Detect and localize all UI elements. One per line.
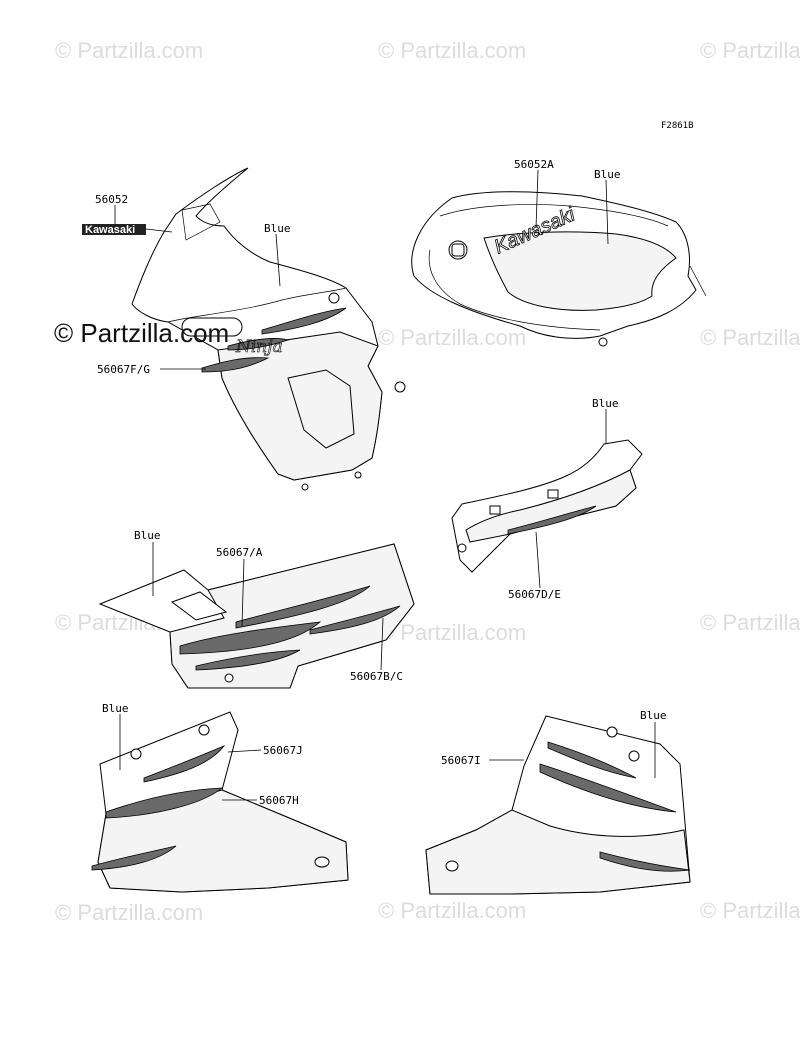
- label-mid-cowl-blue: Blue: [134, 529, 161, 542]
- watermark: © Partzilla.com: [700, 325, 800, 350]
- leader-lines: [114, 169, 656, 801]
- watermark: © Partzilla.com: [378, 38, 526, 63]
- label-56067de: 56067D/E: [508, 588, 561, 601]
- callout-labels: 56052 Blue 56067F/G 56052A Blue Blue 560…: [95, 158, 667, 807]
- kawasaki-logo-text: Kawasaki: [85, 224, 135, 236]
- label-56067i: 56067I: [441, 754, 481, 767]
- watermark: © Partzilla.com: [700, 898, 800, 923]
- label-56067fg: 56067F/G: [97, 363, 150, 376]
- seat-flame-decal: [507, 505, 597, 535]
- watermark: © Partzilla.com: [378, 898, 526, 923]
- watermark: © Partzilla.com: [378, 620, 526, 645]
- upper-fairing[interactable]: Ninja Kawasaki: [82, 167, 406, 491]
- watermark-prominent: © Partzilla.com: [54, 318, 229, 348]
- figure-code: F2861B: [661, 121, 694, 131]
- label-56067bc: 56067B/C: [350, 670, 403, 683]
- middle-side-cowl[interactable]: [98, 543, 415, 689]
- lower-left-stripe-decal: [143, 745, 226, 783]
- lower-cowl-right[interactable]: [425, 715, 691, 895]
- watermark: © Partzilla.com: [55, 900, 203, 925]
- fuel-tank[interactable]: Kawasaki: [411, 191, 707, 347]
- cowl-flame-decal: [179, 621, 322, 655]
- label-56067a: 56067/A: [216, 546, 263, 559]
- label-56067h: 56067H: [259, 794, 299, 807]
- lower-right-stripe-decal: [547, 741, 637, 779]
- label-lower-right-blue: Blue: [640, 709, 667, 722]
- kawasaki-logo-decal: [82, 224, 146, 235]
- watermark: © Partzilla.com: [55, 38, 203, 63]
- ninja-script: Ninja: [235, 337, 283, 357]
- label-56052a: 56052A: [514, 158, 554, 171]
- label-seat-blue: Blue: [592, 397, 619, 410]
- watermark: © Partzilla.com: [700, 38, 800, 63]
- fairing-flame-decal: [201, 357, 270, 373]
- label-lower-left-blue: Blue: [102, 702, 129, 715]
- watermark: © Partzilla.com: [700, 610, 800, 635]
- label-tank-blue: Blue: [594, 168, 621, 181]
- label-56067j: 56067J: [263, 744, 303, 757]
- label-56052: 56052: [95, 193, 128, 206]
- watermark: © Partzilla.com: [378, 325, 526, 350]
- label-upper-fairing-blue: Blue: [264, 222, 291, 235]
- seat-cover[interactable]: [451, 439, 643, 573]
- lower-cowl-left[interactable]: [91, 711, 349, 893]
